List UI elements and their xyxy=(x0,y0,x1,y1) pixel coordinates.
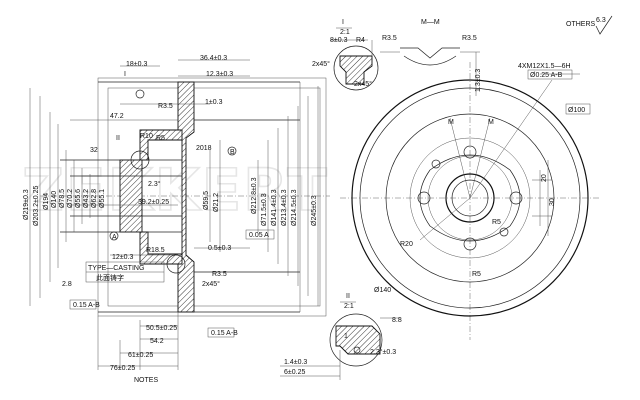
detail-i-dim-3: 2x45° xyxy=(312,60,330,68)
detail-ii-dim-4: 6±0.25 xyxy=(284,369,305,376)
dim-top-10: 32 xyxy=(90,147,98,154)
dia-100-label: Ø100 xyxy=(568,107,585,114)
detail-i-view xyxy=(330,27,379,91)
dim-v-7: Ø55.6 xyxy=(75,189,82,208)
dim-bottom-3: 61±0.25 xyxy=(128,352,153,359)
dim-v-12: Ø212.8±0.3 xyxy=(251,177,258,214)
dim-v-8: Ø43.2 xyxy=(83,189,90,208)
dim-30: 30 xyxy=(549,198,556,206)
dim-v-1: Ø219±0.3 xyxy=(23,189,30,220)
detail-ii-view xyxy=(280,301,400,380)
dim-top-12: 39.2±0.25 xyxy=(138,199,169,206)
dim-bottom-4: 76±0.25 xyxy=(110,365,135,372)
dim-top-8: R5 xyxy=(156,135,165,142)
casting-chinese-text: 此面铸字 xyxy=(96,273,124,282)
dim-v-3: Ø194 xyxy=(43,193,50,210)
detail-ii-title: II xyxy=(346,293,350,300)
dim-v-4: Ø140 xyxy=(51,191,58,208)
detail-ii-marker: II xyxy=(116,135,120,142)
dim-v-13: Ø141.4±0.3 xyxy=(271,189,278,226)
dim-top-4: R3.5 xyxy=(158,103,173,110)
dia-140-label: Ø140 xyxy=(374,287,391,294)
thread-tolerance: Ø0.25 A-B xyxy=(530,72,563,79)
detail-i-dim-1: 8±0.3 xyxy=(330,37,348,44)
dim-v-18: Ø21.2 xyxy=(213,193,220,212)
detail-i-scale: 2:1 xyxy=(340,29,350,36)
dim-top-13: 12±0.3 xyxy=(112,254,133,261)
detail-ii-labels: II 2:1 8.8 2.3°±0.3 1.4±0.3 6±0.25 1 xyxy=(284,293,402,376)
dim-bottom-2: 54.2 xyxy=(150,338,164,345)
detail-ii-dim-5: 1 xyxy=(344,333,348,340)
datum-a-label: A xyxy=(112,234,117,241)
dim-v-5: Ø78.5 xyxy=(59,189,66,208)
thread-spec: 4XM12X1.5—6H xyxy=(518,63,571,70)
dim-v-9: Ø62.8 xyxy=(91,189,98,208)
others-block: OTHERS 6.3 xyxy=(566,15,613,35)
dim-v-15: Ø214.5±0.3 xyxy=(291,189,298,226)
dim-top-11: 2.3° xyxy=(148,180,161,188)
detail-ii-dim-2: 2.3°±0.3 xyxy=(370,348,396,356)
section-mark-m-1: M xyxy=(448,119,454,126)
dim-20: 20 xyxy=(541,174,548,182)
detail-i-title: I xyxy=(342,19,344,26)
view-mm xyxy=(380,47,480,96)
view-mm-dim-2: R3.5 xyxy=(462,35,477,42)
dim-v-17: Ø71.5±0.3 xyxy=(261,193,268,226)
view-mm-dim-1: R3.5 xyxy=(382,35,397,42)
tolerance-2: 0.15 A-B xyxy=(211,330,238,337)
section-view-labels: 18±0.3 36.4±0.3 12.3±0.3 R3.5 1±0.3 47.2… xyxy=(23,55,318,384)
dim-top-17: 2x45° xyxy=(202,280,220,288)
dim-bottom-1: 50.5±0.25 xyxy=(146,325,177,332)
dim-top-6: 47.2 xyxy=(110,113,124,120)
dim-v-11: Ø59.5 xyxy=(203,191,210,210)
dim-top-15: 0.5±0.3 xyxy=(208,245,231,252)
detail-ii-dim-1: 8.8 xyxy=(392,317,402,324)
radius-r20: R20 xyxy=(400,241,413,248)
dim-top-14: R18.5 xyxy=(146,247,165,254)
dim-top-16: R3.5 xyxy=(212,271,227,278)
notes-label: NOTES xyxy=(134,377,158,384)
detail-ii-dim-3: 1.4±0.3 xyxy=(284,359,307,366)
front-view-labels: 4XM12X1.5—6H Ø0.25 A-B Ø100 R20 R5 R5 Ø1… xyxy=(374,63,585,294)
dim-top-9: 2018 xyxy=(196,145,212,152)
section-mark-m-2: M xyxy=(488,119,494,126)
front-view xyxy=(340,62,600,340)
casting-type-text: TYPE—CASTING xyxy=(88,265,144,272)
detail-i-labels: I 2:1 8±0.3 R4 2x45° 2x45° xyxy=(312,19,372,88)
dim-v-16: Ø245±0.3 xyxy=(311,195,318,226)
view-mm-title: M—M xyxy=(421,19,440,26)
dim-top-3: 12.3±0.3 xyxy=(206,71,233,78)
datum-b-label: B xyxy=(230,149,235,156)
detail-i-dim-4: 2x45° xyxy=(354,80,372,88)
dim-v-10: Ø55.1 xyxy=(99,189,106,208)
radius-r5-1: R5 xyxy=(492,219,501,226)
dim-top-18: 2.8 xyxy=(62,281,72,288)
section-view xyxy=(29,59,330,370)
view-mm-labels: M—M R3.5 R3.5 1.3±0.3 xyxy=(382,19,482,92)
detail-ii-scale: 2:1 xyxy=(344,303,354,310)
dim-top-5: 1±0.3 xyxy=(205,99,223,106)
detail-i-marker: I xyxy=(124,71,126,78)
tolerance-1: 0.15 A-B xyxy=(73,302,100,309)
dim-top-1: 18±0.3 xyxy=(126,61,147,68)
dim-top-7: R10 xyxy=(140,133,153,140)
tolerance-3: 0.05 A xyxy=(249,232,269,239)
detail-i-dim-2: R4 xyxy=(356,37,365,44)
dim-v-6: Ø70.2 xyxy=(67,189,74,208)
watermark-text: ZEKKERT xyxy=(22,156,329,224)
dim-v-14: Ø213.4±0.3 xyxy=(281,189,288,226)
roughness-value: 6.3 xyxy=(596,17,606,24)
others-label: OTHERS xyxy=(566,21,596,28)
dim-top-2: 36.4±0.3 xyxy=(200,55,227,62)
dim-v-2: Ø203.2±0.25 xyxy=(33,185,40,226)
radius-r5-2: R5 xyxy=(472,271,481,278)
